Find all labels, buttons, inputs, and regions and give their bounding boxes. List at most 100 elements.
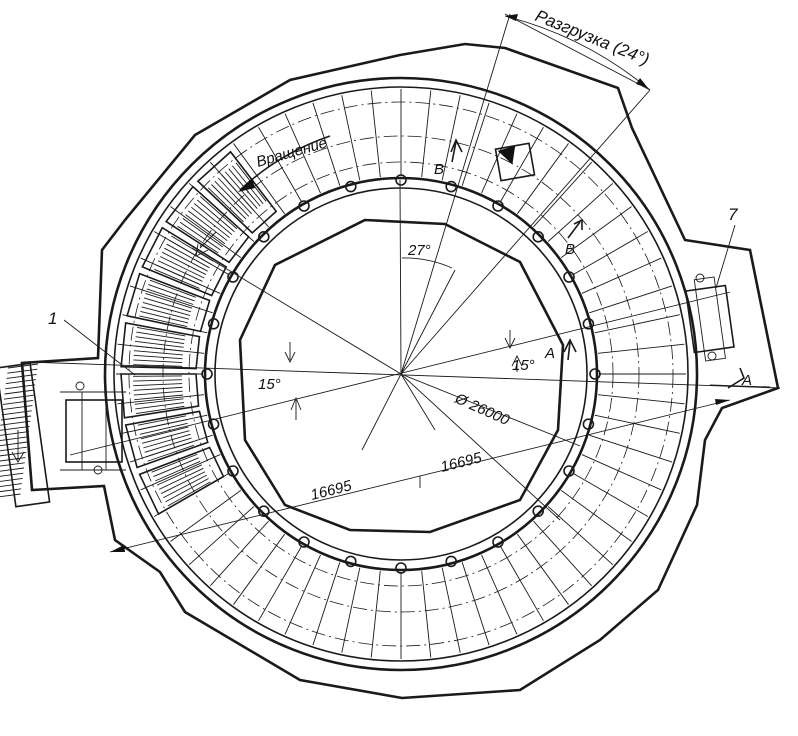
radial-line bbox=[533, 520, 593, 587]
support-roller bbox=[201, 368, 213, 380]
radial-line bbox=[312, 102, 341, 186]
support-roller bbox=[344, 555, 357, 568]
radial-line bbox=[117, 394, 205, 405]
air-chamber-section bbox=[165, 185, 250, 264]
radial-line bbox=[572, 231, 649, 276]
radial-line bbox=[258, 545, 303, 622]
radial-line bbox=[421, 570, 432, 658]
air-chamber-section bbox=[126, 272, 211, 333]
leader-item-7 bbox=[715, 224, 736, 289]
support-roller bbox=[395, 562, 407, 574]
radial-line bbox=[597, 343, 685, 354]
section-a-label-2: A bbox=[741, 372, 752, 389]
inner-ring-wall bbox=[203, 176, 599, 572]
air-chamber-section bbox=[124, 410, 209, 469]
radial-line bbox=[481, 113, 518, 194]
radial-line bbox=[594, 314, 680, 334]
section-b-label-1: B bbox=[434, 161, 444, 178]
outer-ring-wall bbox=[103, 76, 699, 672]
section-markers bbox=[450, 138, 771, 389]
dimension-right-label: 16695 bbox=[439, 449, 484, 476]
radial-line bbox=[233, 533, 285, 605]
support-roller bbox=[492, 536, 504, 548]
support-rollers bbox=[201, 174, 601, 574]
support-roller bbox=[582, 317, 595, 330]
diameter-label: Ø 26000 bbox=[451, 390, 512, 430]
support-roller bbox=[395, 174, 407, 186]
radial-line bbox=[461, 102, 490, 186]
radial-line bbox=[547, 506, 614, 566]
support-roller bbox=[445, 180, 458, 193]
drive-unit-left bbox=[60, 381, 126, 475]
angle-15-right-label: 15° bbox=[512, 357, 535, 374]
feed-conveyor bbox=[0, 362, 51, 508]
radial-line bbox=[370, 90, 381, 178]
radial-line bbox=[170, 490, 242, 542]
dimension-left-label: 16695 bbox=[309, 477, 354, 504]
radial-line bbox=[581, 257, 662, 294]
radial-line bbox=[258, 126, 303, 203]
item-1-label: 1 bbox=[48, 309, 57, 328]
ring-structure bbox=[103, 76, 699, 672]
angle-15-left-label: 15° bbox=[258, 376, 281, 393]
radial-line bbox=[188, 506, 255, 566]
radial-line bbox=[341, 567, 361, 653]
radial-line bbox=[499, 126, 544, 203]
radial-line bbox=[341, 95, 361, 181]
section-b-label-2: B bbox=[565, 241, 575, 258]
support-roller bbox=[298, 200, 310, 212]
support-roller bbox=[298, 536, 310, 548]
support-roller bbox=[207, 317, 220, 330]
air-chamber-sections bbox=[120, 150, 278, 516]
radial-line bbox=[233, 143, 285, 215]
radial-line bbox=[589, 285, 673, 314]
support-roller bbox=[344, 180, 357, 193]
radial-line bbox=[560, 490, 632, 542]
radial-line bbox=[284, 554, 321, 635]
inner-octagon-hall bbox=[238, 218, 565, 534]
radial-line bbox=[209, 520, 269, 587]
air-chamber-section bbox=[120, 322, 201, 370]
support-roller bbox=[582, 418, 595, 431]
support-roller bbox=[227, 465, 239, 477]
outer-ring-wall-inner bbox=[113, 86, 689, 662]
radial-line bbox=[481, 554, 518, 635]
support-roller bbox=[445, 555, 458, 568]
air-chamber-section bbox=[120, 373, 200, 419]
radial-line bbox=[597, 394, 685, 405]
drive-unit-right bbox=[684, 273, 735, 362]
radial-line bbox=[421, 90, 432, 178]
radial-line bbox=[499, 545, 544, 622]
air-chamber-section bbox=[141, 226, 228, 297]
support-roller bbox=[563, 465, 575, 477]
support-roller bbox=[532, 505, 544, 517]
air-chamber-section bbox=[196, 150, 278, 234]
support-roller bbox=[258, 505, 270, 517]
radial-line bbox=[441, 95, 461, 181]
item-7-label: 7 bbox=[728, 205, 738, 224]
support-roller bbox=[563, 271, 575, 283]
support-roller bbox=[532, 231, 544, 243]
radial-line bbox=[312, 562, 341, 646]
rotation-arrow bbox=[195, 135, 331, 257]
radial-line bbox=[461, 562, 490, 646]
radial-line bbox=[140, 454, 221, 491]
center-lines bbox=[27, 13, 781, 521]
radial-line bbox=[284, 113, 321, 194]
radial-line bbox=[560, 206, 632, 258]
outer-enclosure bbox=[20, 42, 780, 700]
section-a-label-1: A bbox=[544, 345, 555, 362]
angle-27-label: 27° bbox=[407, 242, 431, 259]
support-roller bbox=[492, 200, 504, 212]
radial-line bbox=[517, 533, 569, 605]
charging-chute bbox=[494, 142, 536, 182]
inner-ring-wall-inner bbox=[214, 187, 588, 561]
support-roller bbox=[589, 368, 601, 380]
radial-line bbox=[547, 182, 614, 242]
radial-line bbox=[594, 414, 680, 434]
radial-line bbox=[581, 454, 662, 491]
radial-line bbox=[370, 570, 381, 658]
radial-line bbox=[517, 143, 569, 215]
radial-line bbox=[589, 434, 673, 463]
